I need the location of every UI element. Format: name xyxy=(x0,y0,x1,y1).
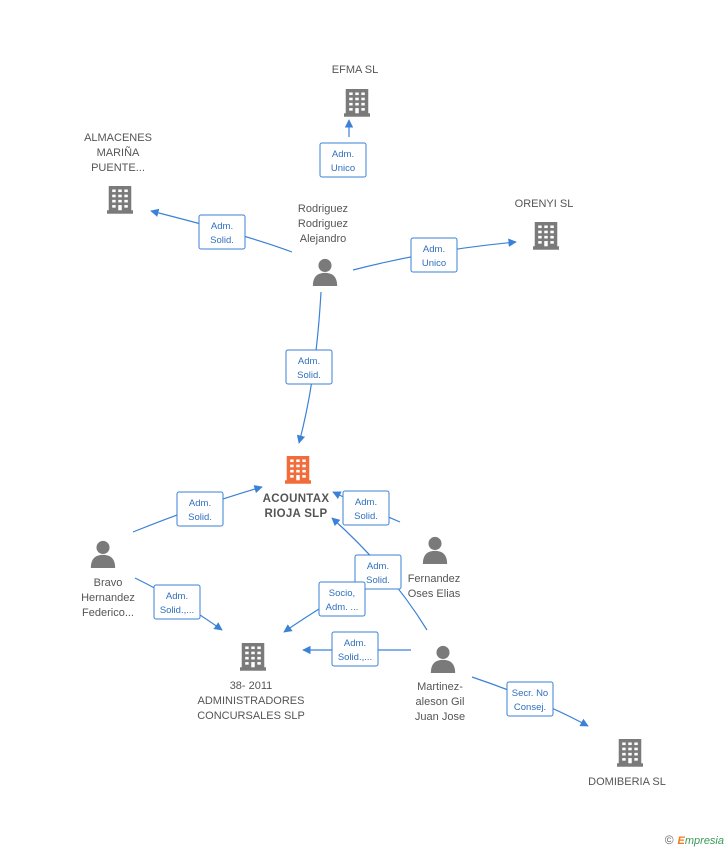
edge-labels-layer: Adm.UnicoAdm.Solid.Adm.UnicoAdm.Solid.Ad… xyxy=(153,142,554,717)
node-almacenes[interactable]: ALMACENES MARIÑA PUENTE... xyxy=(84,132,152,214)
node-label: MARIÑA xyxy=(97,146,140,159)
edge-label-bravo-to-admin38[interactable]: Adm. Solid.,... xyxy=(153,584,201,620)
edge-label-box xyxy=(318,581,366,617)
edge-label-text: Solid.,... xyxy=(338,652,372,663)
edge-label-text: Adm. xyxy=(332,149,354,160)
building-icon xyxy=(285,456,311,484)
edge-label-text: Secr. No xyxy=(512,688,548,699)
node-label: ORENYI SL xyxy=(515,198,574,210)
edge-label-box xyxy=(342,490,390,526)
node-label: EFMA SL xyxy=(332,64,378,76)
building-icon xyxy=(240,643,266,671)
edge-label-text: Adm. xyxy=(355,497,377,508)
node-label: Oses Elias xyxy=(408,588,461,600)
person-icon xyxy=(430,645,456,673)
building-icon xyxy=(533,222,559,250)
edge-label-text: Adm. xyxy=(367,561,389,572)
edge-label-text: Adm. xyxy=(211,221,233,232)
empresia-logo-text: mpresia xyxy=(684,835,724,847)
edge-label-box xyxy=(285,349,333,385)
edge-label-text: Solid. xyxy=(354,511,378,522)
node-label: ACOUNTAX xyxy=(263,493,330,505)
node-label: Rodriguez xyxy=(298,203,348,215)
edge-label-martinez-to-acountax[interactable]: Adm. Solid. xyxy=(354,554,402,590)
edge-label-rodriguez-to-efma[interactable]: Adm. Unico xyxy=(319,142,367,178)
node-label: CONCURSALES SLP xyxy=(197,710,305,722)
person-icon xyxy=(312,258,338,286)
copyright-icon: © xyxy=(664,833,674,847)
node-label: PUENTE... xyxy=(91,162,145,174)
node-label: Federico... xyxy=(82,607,134,619)
node-label: Hernandez xyxy=(81,592,135,604)
edge-label-text: Solid. xyxy=(366,575,390,586)
node-label: Martinez- xyxy=(417,681,463,693)
edge-label-fernandez-to-admin38[interactable]: Socio, Adm. ... xyxy=(318,581,366,617)
edge-label-text: Adm. xyxy=(298,356,320,367)
nodes-layer: EFMA SL ALMACENES MARIÑA PUENTE... ORENYI SL… xyxy=(81,64,666,788)
edge-label-rodriguez-to-acountax[interactable]: Adm. Solid. xyxy=(285,349,333,385)
node-label: Rodriguez xyxy=(298,218,348,230)
edge-label-box xyxy=(176,491,224,527)
edge-label-text: Adm. xyxy=(344,638,366,649)
edge-label-martinez-to-domiberia[interactable]: Secr. No Consej. xyxy=(506,681,554,717)
edge-label-rodriguez-to-almacenes[interactable]: Adm. Solid. xyxy=(198,214,246,250)
node-label: 38- 2011 xyxy=(230,680,273,692)
node-efma[interactable]: EFMA SL xyxy=(332,64,378,117)
edge-label-fernandez-to-acountax[interactable]: Adm. Solid. xyxy=(342,490,390,526)
node-label: Fernandez xyxy=(408,573,461,585)
node-label: Bravo xyxy=(94,577,123,589)
edge-label-text: Solid. xyxy=(188,512,212,523)
edge-label-text: Solid.,... xyxy=(160,605,194,616)
edge-label-text: Adm. ... xyxy=(326,602,359,613)
node-domiberia[interactable]: DOMIBERIA SL xyxy=(588,739,666,788)
edge-label-text: Unico xyxy=(331,163,355,174)
edge-label-text: Adm. xyxy=(166,591,188,602)
edge-label-text: Adm. xyxy=(423,244,445,255)
empresia-logo-e: E xyxy=(677,835,685,847)
node-bravo[interactable]: BravoHernandezFederico... xyxy=(81,540,135,619)
node-label: Juan Jose xyxy=(415,711,465,723)
edge-label-box xyxy=(153,584,201,620)
node-label: RIOJA SLP xyxy=(265,508,328,520)
node-label: ALMACENES xyxy=(84,132,152,144)
edge-label-box xyxy=(331,631,379,667)
edge-label-box xyxy=(198,214,246,250)
edge-label-rodriguez-to-orenyi[interactable]: Adm. Unico xyxy=(410,237,458,273)
edge-label-text: Unico xyxy=(422,258,446,269)
edge-label-text: Adm. xyxy=(189,498,211,509)
edge-label-box xyxy=(354,554,402,590)
person-icon xyxy=(90,540,116,568)
edge-label-martinez-to-admin38[interactable]: Adm. Solid.,... xyxy=(331,631,379,667)
building-icon xyxy=(107,186,133,214)
building-icon xyxy=(344,89,370,117)
edge-label-text: Consej. xyxy=(514,702,546,713)
node-label: Alejandro xyxy=(300,233,346,245)
edge-label-box xyxy=(506,681,554,717)
person-icon xyxy=(422,536,448,564)
node-label: aleson Gil xyxy=(416,696,465,708)
edge-label-text: Solid. xyxy=(297,370,321,381)
node-orenyi[interactable]: ORENYI SL xyxy=(515,198,574,250)
edge-label-box xyxy=(319,142,367,178)
building-icon xyxy=(617,739,643,767)
edge-label-text: Socio, xyxy=(329,588,355,599)
edge-label-box xyxy=(410,237,458,273)
edge-label-bravo-to-acountax[interactable]: Adm. Solid. xyxy=(176,491,224,527)
empresia-watermark[interactable]: ©Empresia xyxy=(665,833,724,847)
node-label: DOMIBERIA SL xyxy=(588,776,666,788)
node-acountax[interactable]: ACOUNTAX RIOJA SLP xyxy=(263,456,330,520)
node-label: ADMINISTRADORES xyxy=(198,695,305,707)
edge-label-text: Solid. xyxy=(210,235,234,246)
